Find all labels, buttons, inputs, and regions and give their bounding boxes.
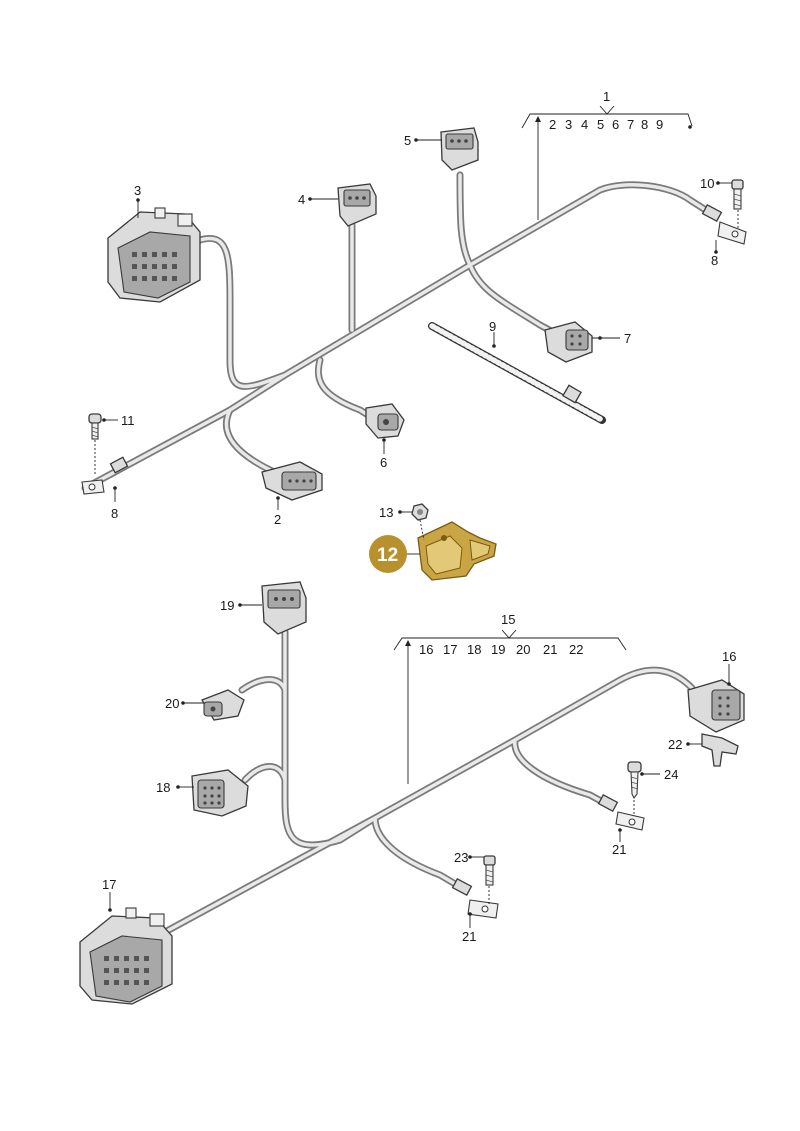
leader-lines	[94, 105, 739, 928]
ground-lug-8-right	[701, 203, 747, 245]
callout-21-right: 21	[612, 842, 626, 857]
callout-15-sub: 22	[569, 642, 583, 657]
nut-13	[411, 503, 429, 521]
callout-13: 13	[379, 505, 393, 520]
connector-4	[337, 183, 377, 227]
bracket-12	[417, 521, 497, 581]
ground-lug-21-lower	[451, 877, 499, 919]
callout-1: 1	[603, 89, 610, 104]
callout-23: 23	[454, 850, 468, 865]
callout-17: 17	[102, 877, 116, 892]
connector-18	[191, 769, 249, 817]
cable-tie-9	[428, 322, 606, 424]
bolt-11	[88, 413, 102, 440]
bolt-23	[483, 855, 496, 886]
lower-harness-wire-highlight	[163, 630, 694, 934]
callout-15: 15	[501, 612, 515, 627]
callout-5: 5	[404, 133, 411, 148]
callout-20: 20	[165, 696, 179, 711]
upper-harness	[81, 127, 747, 501]
callout-2: 2	[274, 512, 281, 527]
connector-5	[440, 127, 479, 171]
callout-3: 3	[134, 183, 141, 198]
callout-1-sub: 8	[641, 117, 648, 132]
callout-9: 9	[489, 319, 496, 334]
callout-1-sub: 7	[627, 117, 634, 132]
callout-21-lower: 21	[462, 929, 476, 944]
callout-15-sub: 20	[516, 642, 530, 657]
clip-22	[701, 733, 739, 767]
screw-24	[627, 761, 642, 800]
ground-lug-8-left	[81, 456, 129, 495]
callout-1-sublist: 2 3 4 5 6 7 8 9	[549, 117, 663, 132]
callout-6: 6	[380, 455, 387, 470]
callout-12-badge: 12	[369, 535, 407, 573]
ground-lug-21-right	[597, 793, 645, 831]
callout-15-sub: 18	[467, 642, 481, 657]
callout-19: 19	[220, 598, 234, 613]
callout-1-sub: 6	[612, 117, 619, 132]
connector-19	[261, 581, 307, 635]
callout-4: 4	[298, 192, 305, 207]
callout-15-sublist: 16 17 18 19 20 21 22	[419, 642, 583, 657]
callout-16: 16	[722, 649, 736, 664]
callout-15-sub: 21	[543, 642, 557, 657]
connector-2	[261, 461, 323, 501]
lower-harness	[79, 581, 745, 1005]
connector-6	[365, 403, 405, 439]
callout-10: 10	[700, 176, 714, 191]
connector-20	[201, 689, 245, 721]
callout-22: 22	[668, 737, 682, 752]
large-connector-3	[107, 207, 201, 303]
callout-1-sub: 9	[656, 117, 663, 132]
large-connector-17	[79, 907, 173, 1005]
callout-8-right: 8	[711, 253, 718, 268]
connector-7	[544, 321, 593, 363]
lower-harness-wire	[161, 628, 696, 936]
upper-harness-wire-highlight	[83, 173, 714, 490]
callout-18: 18	[156, 780, 170, 795]
callout-15-sub: 17	[443, 642, 457, 657]
callout-labels: 1 2 3 4 5 6 7 8 9 3 4 5 10 8 9 7 11 6 8 …	[102, 89, 736, 944]
callout-12: 12	[377, 545, 398, 566]
callout-1-sub: 2	[549, 117, 556, 132]
bolt-10	[731, 179, 744, 210]
callout-15-sub: 16	[419, 642, 433, 657]
connector-16	[687, 679, 745, 733]
callout-1-sub: 4	[581, 117, 588, 132]
callout-8-left: 8	[111, 506, 118, 521]
callout-11: 11	[121, 413, 135, 428]
callout-1-sub: 3	[565, 117, 572, 132]
callout-7: 7	[624, 331, 631, 346]
callout-24: 24	[664, 767, 678, 782]
callout-15-sub: 19	[491, 642, 505, 657]
callout-1-sub: 5	[597, 117, 604, 132]
